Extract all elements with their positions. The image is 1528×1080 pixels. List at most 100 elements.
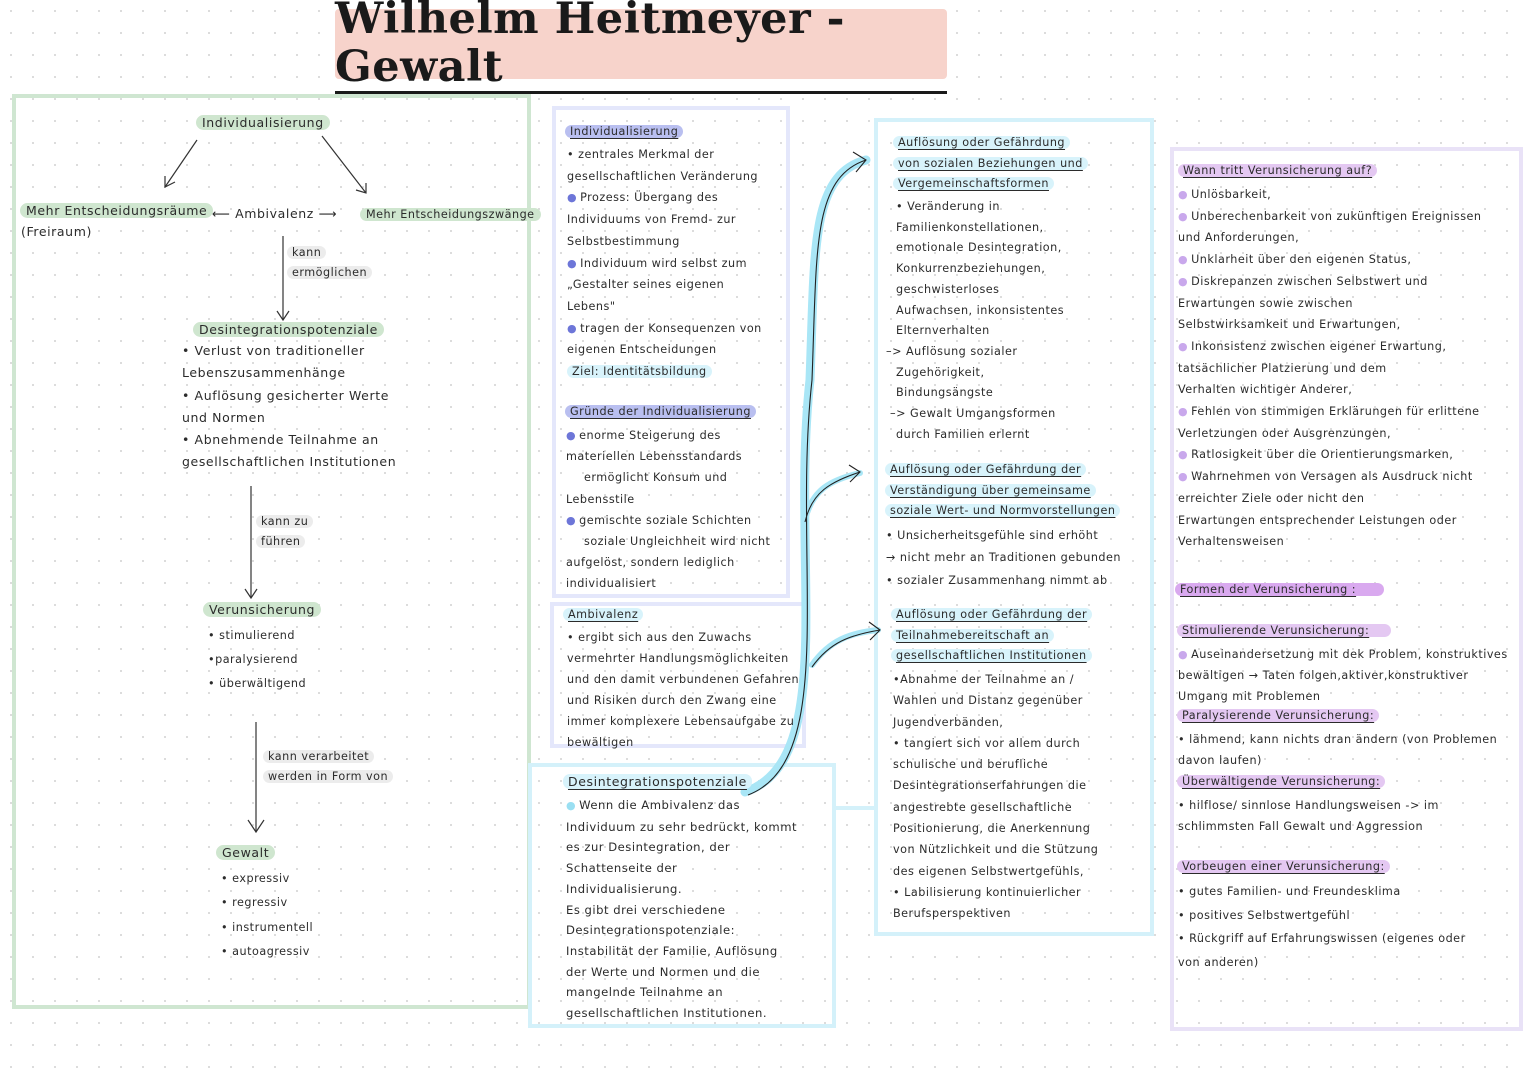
col4-para-title: Paralysierende Verunsicherung:: [1177, 706, 1380, 727]
left-fuehren: führen: [256, 532, 306, 553]
left-mehr-zwaenge-label: Mehr Entscheidungszwänge: [360, 208, 541, 221]
col2-desint-list: Wenn die Ambivalenz das Individuum zu se…: [566, 795, 797, 1024]
col4-wann-line: und Anforderungen,: [1178, 231, 1300, 245]
col2-indiv-ziel: Ziel: Identitätsbildung: [567, 361, 762, 383]
col2-desint-line: gesellschaftlichen Institutionen.: [566, 1006, 768, 1021]
left-desintegration-line: und Normen: [182, 409, 266, 425]
col4-wann-line: Unberechenbarkeit von zukünftigen Ereign…: [1178, 206, 1482, 228]
col3-c-line: •Abnahme der Teilnahme an /: [893, 673, 1075, 686]
left-kann-label: kann: [287, 246, 327, 259]
left-verunsicherung-line: • überwältigend: [208, 677, 307, 690]
col4-vorb-line: • gutes Familien- und Freundesklima: [1178, 885, 1401, 898]
col2-desint-line: Wenn die Ambivalenz das: [566, 795, 797, 817]
col4-wann-line: Verhalten wichtiger Anderer,: [1178, 383, 1353, 397]
col3-c-line: • Labilisierung kontinuierlicher: [893, 885, 1082, 899]
col2-indiv-line: Lebens": [567, 299, 616, 313]
col2-gruende-line: materiellen Lebensstandards: [566, 450, 743, 464]
left-desintegration-title: Desintegrationspotenziale: [193, 320, 384, 341]
col4-ueber-line: • hilflose/ sinnlose Handlungsweisen -> …: [1178, 799, 1439, 812]
col3-c-line: angestrebte gesellschaftliche: [893, 800, 1073, 814]
col3-c-title: Auflösung oder Gefährdung der Teilnahmeb…: [891, 605, 1093, 667]
col2-ambiv-line: und den damit verbundenen Gefahren: [567, 672, 800, 686]
col2-ambiv-line: immer komplexere Lebensaufgabe zu: [567, 714, 795, 728]
col4-stim-line: bewältigen → Taten folgen,aktiver,konstr…: [1178, 669, 1469, 682]
left-gewalt-line: • expressiv: [221, 872, 290, 885]
col2-desint-line: es zur Desintegration, der: [566, 840, 731, 855]
col3-c-line: Berufsperspektiven: [893, 907, 1011, 921]
left-mehr-raeume: Mehr Entscheidungsräume: [20, 201, 214, 222]
col2-ambiv-list: • ergibt sich aus den Zuwachs vermehrter…: [567, 628, 799, 753]
left-verunsicherung-list: • stimulierend •paralysierend • überwält…: [208, 624, 306, 696]
page-title: Wilhelm Heitmeyer - Gewalt: [335, 0, 947, 94]
col4-wann-title-label: Wann tritt Verunsicherung auf?: [1178, 164, 1378, 177]
col3-c-title-line: Auflösung oder Gefährdung der: [891, 608, 1093, 621]
col2-indiv-line: Selbstbestimmung: [567, 234, 680, 248]
col4-ueber-list: • hilflose/ sinnlose Handlungsweisen -> …: [1178, 795, 1439, 837]
left-gewalt-line: • instrumentell: [221, 920, 314, 934]
col4-formen-title: Formen der Verunsicherung :: [1175, 580, 1385, 601]
left-kann-verarbeitet: kann verarbeitet: [263, 747, 375, 768]
left-desintegration-line: • Abnehmende Teilnahme an: [182, 432, 379, 448]
col2-indiv-line: Individuum wird selbst zum: [567, 253, 762, 275]
col2-desint-line: mangelnde Teilnahme an: [566, 985, 724, 1000]
col4-stim-line: Umgang mit Problemen: [1178, 690, 1321, 703]
left-fuehren-label: führen: [256, 535, 306, 548]
col4-wann-line: Erwartungen sowie zwischen: [1178, 296, 1354, 310]
col2-desint-title-label: Desintegrationspotenziale: [563, 774, 752, 789]
left-desintegration-line: • Verlust von traditioneller: [182, 343, 365, 358]
col4-vorb-line: von anderen): [1178, 955, 1259, 969]
col3-a-line: Konkurrenzbeziehungen,: [896, 262, 1046, 276]
col3-c-line: Positionierung, die Anerkennung: [893, 822, 1091, 836]
col2-gruende-line: soziale Ungleichheit wird nicht: [584, 535, 771, 549]
col3-c-line: Desintegrationserfahrungen die: [893, 779, 1087, 793]
col4-wann-line: erreichter Ziele oder nicht den: [1178, 491, 1365, 505]
col2-indiv-line: eigenen Entscheidungen: [567, 343, 717, 357]
col4-vorb-line: • Rückgriff auf Erfahrungswissen (eigene…: [1178, 932, 1466, 945]
col2-ambiv-line: und Risiken durch den Zwang eine: [567, 693, 777, 707]
left-desintegration-list: • Verlust von traditioneller Lebenszusam…: [182, 340, 396, 474]
col4-wann-line: Ratlosigkeit über die Orientierungsmarke…: [1178, 444, 1482, 466]
col3-a-list: • Veränderung in Familienkonstellationen…: [886, 197, 1064, 445]
col3-b-line: → nicht mehr an Traditionen gebunden: [886, 551, 1121, 565]
col4-formen-title-label: Formen der Verunsicherung :: [1175, 583, 1385, 596]
col4-para-line: • lähmend, kann nichts dran ändern (von …: [1178, 733, 1498, 746]
col4-wann-line: Diskrepanzen zwischen Selbstwert und: [1178, 271, 1482, 293]
col3-frame: [874, 118, 1154, 936]
col4-vorb-line: • positives Selbstwertgefühl: [1178, 908, 1351, 922]
col4-wann-line: Wahrnehmen von Versagen als Ausdruck nic…: [1178, 466, 1482, 488]
col2-desint-line: Instabilität der Familie, Auflösung: [566, 943, 778, 958]
col3-a-line: –> Gewalt Umgangsformen: [890, 407, 1056, 421]
col3-c-line: • tangiert sich vor allem durch: [893, 736, 1081, 750]
left-freiraum: (Freiraum): [21, 224, 92, 239]
col4-vorb-list: • gutes Familien- und Freundesklima • po…: [1178, 880, 1466, 974]
col2-gruende-line: ermöglicht Konsum und: [584, 471, 728, 485]
col2-gruende-list: enorme Steigerung des materiellen Lebens…: [566, 425, 770, 595]
left-desintegration-title-label: Desintegrationspotenziale: [193, 322, 384, 337]
col3-c-title-line: Teilnahmebereitschaft an: [891, 628, 1055, 642]
col3-c-line: schulische und berufliche: [893, 758, 1049, 772]
col4-wann-line: Inkonsistenz zwischen eigener Erwartung,: [1178, 336, 1482, 358]
col2-indiv-list: • zentrales Merkmal der gesellschaftlich…: [567, 144, 762, 383]
col2-gruende-line: Lebensstile: [566, 492, 635, 506]
col3-a-line: Elternverhalten: [896, 324, 990, 338]
col4-wann-line: Fehlen von stimmigen Erklärungen für erl…: [1178, 401, 1482, 423]
col3-c-line: Jugendverbänden,: [893, 715, 1004, 729]
left-mehr-zwaenge: Mehr Entscheidungszwänge: [360, 205, 541, 226]
col4-wann-line: tatsächlicher Platzierung und dem: [1178, 361, 1387, 375]
col3-c-line: des eigenen Selbstwertgefühls,: [893, 864, 1084, 878]
col3-b-list: • Unsicherheitsgefühle sind erhöht → nic…: [886, 525, 1121, 592]
col2-gruende-line: aufgelöst, sondern lediglich: [566, 556, 735, 570]
col4-wann-line: Unklarheit über den eigenen Status,: [1178, 249, 1482, 271]
left-kann-zu-label: kann zu: [256, 515, 314, 528]
left-desintegration-line: gesellschaftlichen Institutionen: [182, 454, 397, 470]
col3-b-title: Auflösung oder Gefährdung der Verständig…: [885, 460, 1121, 522]
indiv-frame: [552, 106, 790, 598]
col4-wann-list: Unlösbarkeit, Unberechenbarkeit von zukü…: [1178, 184, 1482, 553]
col4-stim-title-label: Stimulierende Verunsicherung:: [1177, 624, 1392, 637]
col4-ueber-title-label: Überwältigende Verunsicherung:: [1177, 775, 1386, 788]
col3-c-title-line: gesellschaftlichen Institutionen: [891, 649, 1092, 663]
left-ermoeglichen-label: ermöglichen: [287, 266, 373, 279]
col2-indiv-title-label: Individualisierung: [565, 125, 684, 138]
col2-ambiv-line: • ergibt sich aus den Zuwachs: [567, 631, 752, 644]
